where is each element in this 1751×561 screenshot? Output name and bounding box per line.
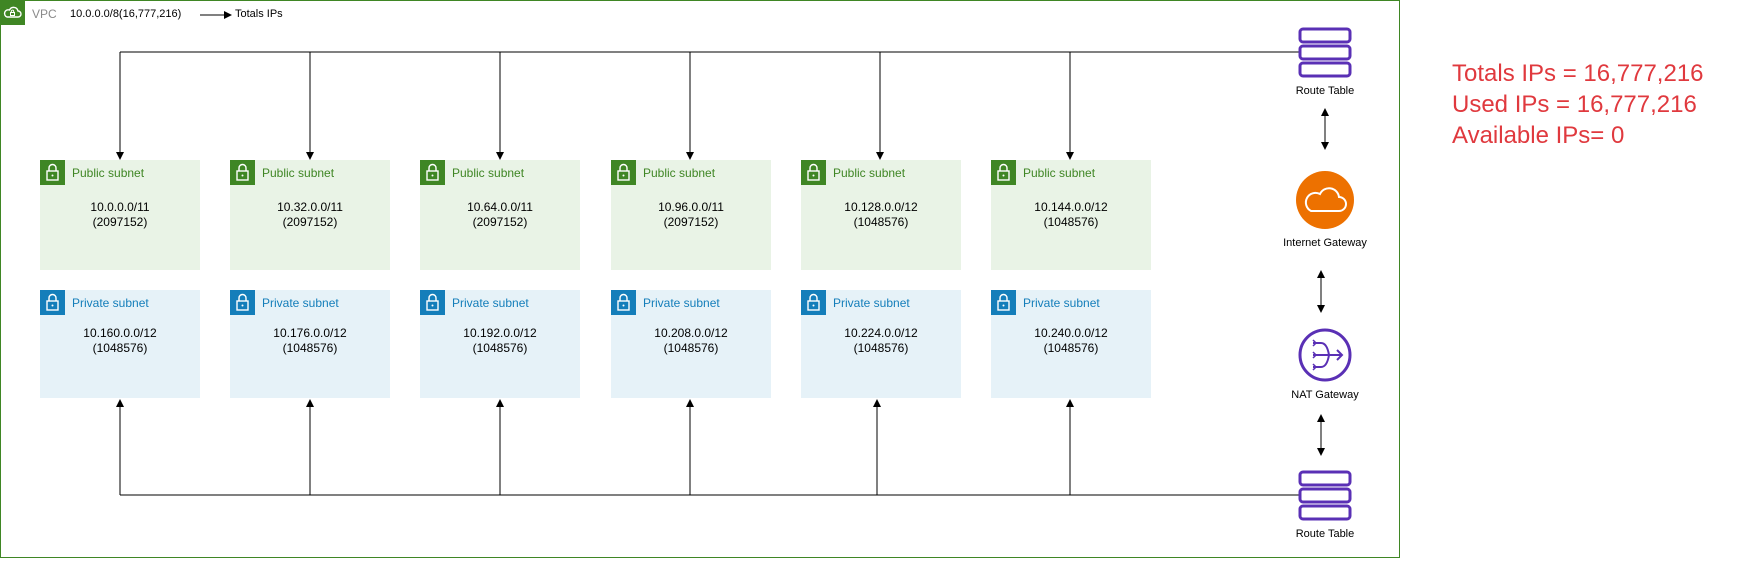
subnet-title: Public subnet (262, 166, 335, 180)
subnet-ip-count: (1048576) (282, 341, 338, 355)
subnet-cidr: 10.224.0.0/12 (844, 326, 918, 340)
private-subnet-4: Private subnet 10.208.0.0/12(1048576) (611, 290, 771, 398)
subnet-title: Public subnet (833, 166, 906, 180)
vpc-label: VPC (32, 7, 57, 21)
subnet-ip-count: (1048576) (853, 215, 909, 229)
subnet-ip-count: (1048576) (663, 341, 719, 355)
lock-icon (991, 290, 1016, 315)
public-subnet-3: Public subnet 10.64.0.0/11(2097152) (420, 160, 580, 270)
subnet-ip-count: (2097152) (92, 215, 148, 229)
nat-gateway-icon (1298, 328, 1352, 382)
lock-icon (611, 290, 636, 315)
subnet-cidr: 10.96.0.0/11 (658, 200, 724, 214)
lock-icon (611, 160, 636, 185)
subnet-ip-count: (1048576) (1043, 341, 1099, 355)
vpc-cidr: 10.0.0.0/8(16,777,216) (70, 8, 182, 20)
public-subnet-2: Public subnet 10.32.0.0/11(2097152) (230, 160, 390, 270)
lock-icon (40, 290, 65, 315)
subnet-ip-count: (1048576) (92, 341, 148, 355)
subnet-ip-count: (1048576) (472, 341, 528, 355)
lock-icon (420, 160, 445, 185)
subnet-title: Private subnet (1023, 296, 1100, 310)
internet-gateway-label: Internet Gateway (1283, 237, 1367, 249)
public-subnet-4: Public subnet 10.96.0.0/11(2097152) (611, 160, 771, 270)
public-subnet-1: Public subnet 10.0.0.0/11(2097152) (40, 160, 200, 270)
vpc-cidr-note: Totals IPs (235, 8, 283, 20)
route-table-bottom-icon (1298, 470, 1352, 521)
subnet-title: Private subnet (643, 296, 720, 310)
lock-icon (420, 290, 445, 315)
bottom-risers (116, 399, 1074, 495)
subnet-title: Private subnet (833, 296, 910, 310)
subnet-title: Public subnet (643, 166, 716, 180)
lock-icon (991, 160, 1016, 185)
subnet-title: Private subnet (72, 296, 149, 310)
route-table-top-label: Route Table (1295, 85, 1355, 97)
subnet-cidr: 10.144.0.0/12 (1034, 200, 1108, 214)
subnet-ip-count: (1048576) (1043, 215, 1099, 229)
internet-gateway-icon (1296, 171, 1354, 229)
subnet-cidr: 10.240.0.0/12 (1034, 326, 1108, 340)
subnet-cidr: 10.192.0.0/12 (463, 326, 537, 340)
subnet-title: Public subnet (72, 166, 145, 180)
subnet-cidr: 10.208.0.0/12 (654, 326, 728, 340)
private-subnet-2: Private subnet 10.176.0.0/12(1048576) (230, 290, 390, 398)
private-subnet-5: Private subnet 10.224.0.0/12(1048576) (801, 290, 961, 398)
top-drops (116, 52, 1074, 160)
summary-total: Totals IPs = 16,777,216 (1452, 60, 1704, 87)
subnet-ip-count: (2097152) (282, 215, 338, 229)
route-table-top-icon (1298, 27, 1352, 78)
subnet-cidr: 10.32.0.0/11 (277, 200, 343, 214)
lock-icon (230, 160, 255, 185)
subnet-title: Public subnet (452, 166, 525, 180)
vpc-frame (0, 0, 1400, 558)
lock-icon (230, 290, 255, 315)
lock-icon (801, 160, 826, 185)
public-subnet-5: Public subnet 10.128.0.0/12(1048576) (801, 160, 961, 270)
private-subnet-1: Private subnet 10.160.0.0/12(1048576) (40, 290, 200, 398)
nat-gateway-label: NAT Gateway (1291, 389, 1359, 401)
lock-icon (40, 160, 65, 185)
public-subnet-6: Public subnet 10.144.0.0/12(1048576) (991, 160, 1151, 270)
subnet-cidr: 10.176.0.0/12 (273, 326, 347, 340)
subnet-title: Private subnet (262, 296, 339, 310)
lock-icon (801, 290, 826, 315)
private-subnet-6: Private subnet 10.240.0.0/12(1048576) (991, 290, 1151, 398)
subnet-cidr: 10.0.0.0/11 (90, 200, 150, 214)
summary-used: Used IPs = 16,777,216 (1452, 91, 1697, 118)
ip-summary: Totals IPs = 16,777,216 Used IPs = 16,77… (1452, 58, 1704, 151)
subnet-cidr: 10.64.0.0/11 (467, 200, 533, 214)
subnet-title: Private subnet (452, 296, 529, 310)
subnet-cidr: 10.160.0.0/12 (83, 326, 157, 340)
subnet-ip-count: (1048576) (853, 341, 909, 355)
summary-available: Available IPs= 0 (1452, 122, 1625, 149)
route-table-bottom-label: Route Table (1295, 528, 1355, 540)
private-subnet-3: Private subnet 10.192.0.0/12(1048576) (420, 290, 580, 398)
subnet-ip-count: (2097152) (472, 215, 528, 229)
subnet-cidr: 10.128.0.0/12 (844, 200, 918, 214)
subnet-ip-count: (2097152) (663, 215, 719, 229)
vpc-cloud-icon (0, 0, 25, 25)
subnet-title: Public subnet (1023, 166, 1096, 180)
